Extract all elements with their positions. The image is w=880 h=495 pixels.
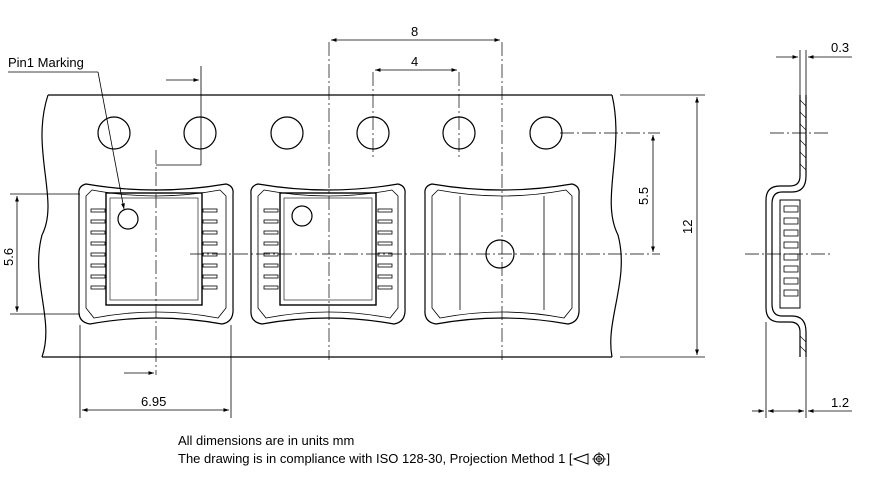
compliance-text-end: ] — [606, 451, 611, 466]
dimension-pocket-length — [10, 193, 80, 315]
dimension-pocket-width — [79, 325, 232, 418]
dim-label-sprocket-pitch: 4 — [411, 54, 418, 69]
center-lines — [155, 42, 830, 375]
dim-label-tape-width: 12 — [680, 220, 695, 234]
pocket-2 — [250, 183, 406, 325]
units-note: All dimensions are in units mm — [178, 433, 355, 448]
pocket-1 — [78, 183, 234, 325]
section-marker-top — [156, 66, 202, 166]
dim-label-pocket-depth: 1.2 — [831, 395, 849, 410]
pin1-marking-dot — [117, 208, 139, 230]
carrier-tape — [38, 94, 622, 358]
dim-label-pocket-length: 5.6 — [1, 248, 16, 266]
first-angle-projection-icon — [572, 452, 606, 466]
sprocket-holes — [97, 116, 563, 150]
component-body — [279, 192, 377, 306]
tape-side-view — [765, 95, 807, 357]
dimension-tape-thickness — [776, 50, 852, 95]
dim-label-tape-thickness: 0.3 — [831, 40, 849, 55]
compliance-note: The drawing is in compliance with ISO 12… — [178, 451, 610, 467]
sprocket-hole — [529, 116, 563, 150]
dim-label-hole-to-pocket: 5.5 — [636, 187, 651, 205]
dim-label-pocket-width: 6.95 — [141, 394, 166, 409]
component-body — [105, 192, 203, 306]
pin1-marking-label: Pin1 Marking — [8, 55, 84, 70]
compliance-text: The drawing is in compliance with ISO 12… — [178, 451, 573, 466]
dimension-pocket-depth — [752, 322, 852, 418]
sprocket-hole — [97, 116, 131, 150]
pin1-dot — [291, 205, 313, 227]
sprocket-hole — [183, 116, 217, 150]
dim-label-pocket-pitch: 8 — [411, 24, 418, 39]
pin1-leader — [8, 71, 125, 210]
dimension-tape-width — [620, 94, 705, 358]
sprocket-hole — [270, 116, 304, 150]
